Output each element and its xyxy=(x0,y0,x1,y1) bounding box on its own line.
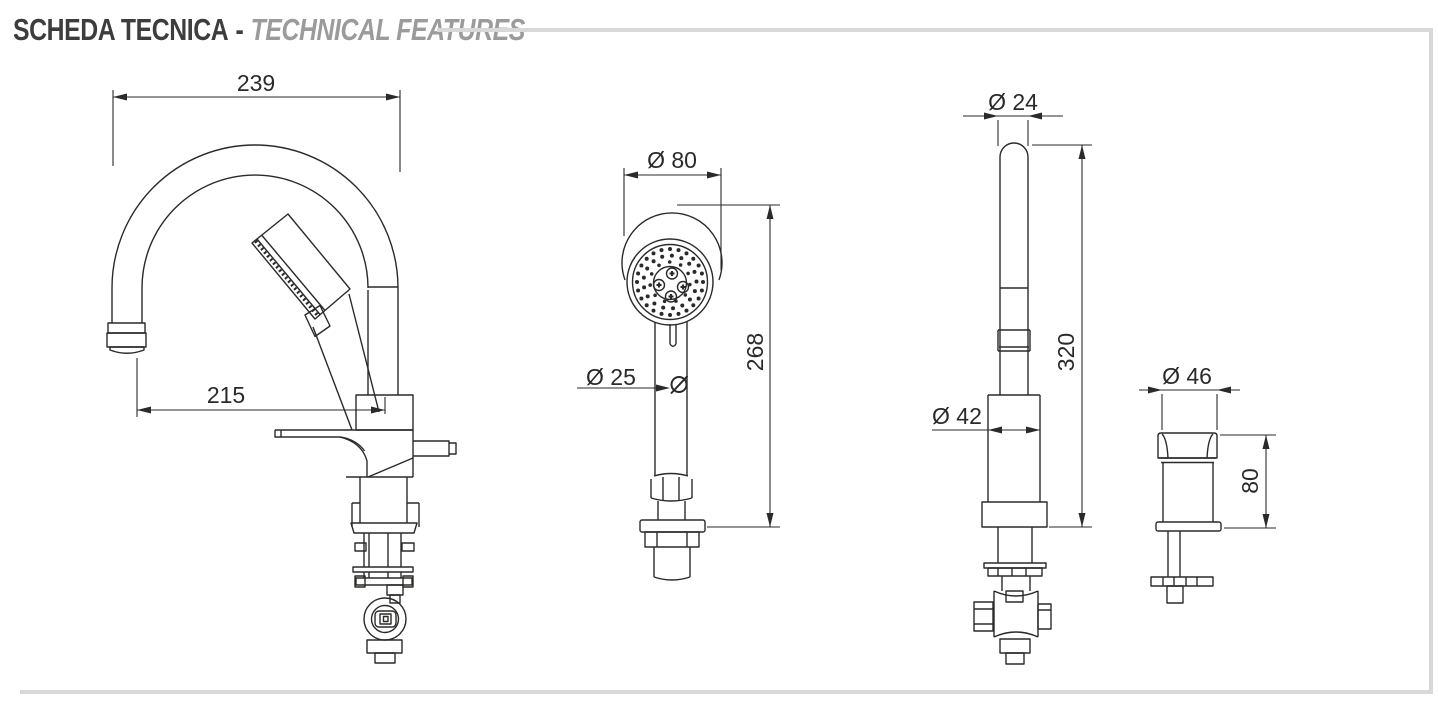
drawing-handle-side-view xyxy=(1150,432,1222,604)
dim-label-320: 320 xyxy=(1053,333,1079,371)
page-title: SCHEDA TECNICA - TECHNICAL FEATURES xyxy=(13,12,525,48)
frame-line-right xyxy=(1429,28,1433,693)
spray-nozzle-dots xyxy=(635,247,705,317)
dimension-head-diameter-80: Ø 80 xyxy=(623,147,722,270)
dim-label-d42: Ø 42 xyxy=(932,403,982,429)
title-italian: SCHEDA TECNICA xyxy=(13,12,229,47)
drawing-mixer-side-view xyxy=(106,144,457,664)
dim-label-80: 80 xyxy=(1237,468,1263,494)
dimension-diameter-46: Ø 46 xyxy=(1139,363,1240,430)
dim-label-d25: Ø 25 xyxy=(586,364,636,390)
dim-label-268: 268 xyxy=(742,333,768,371)
title-separator: - xyxy=(235,12,244,47)
frame-line-bottom xyxy=(20,690,1433,694)
dim-label-d46: Ø 46 xyxy=(1162,363,1212,389)
drawing-column-side-view xyxy=(973,142,1052,665)
dim-label-d24: Ø 24 xyxy=(988,89,1038,115)
dim-label-239: 239 xyxy=(237,70,275,96)
dimension-handle-diameter-25: Ø 25 xyxy=(577,364,689,395)
drawing-handshower-front-view xyxy=(621,212,723,581)
dimension-height-80: 80 xyxy=(1220,434,1276,529)
dimension-spout-reach-215: 215 xyxy=(136,358,386,417)
dim-label-d80: Ø 80 xyxy=(647,147,697,173)
frame-line-top xyxy=(437,28,1431,32)
dimension-tube-diameter-24: Ø 24 xyxy=(963,89,1063,146)
dimension-height-268: 268 xyxy=(677,204,780,528)
dim-label-215: 215 xyxy=(207,382,245,408)
dimension-overall-width-239: 239 xyxy=(112,70,401,172)
dimension-height-320: 320 xyxy=(1032,144,1092,528)
dimension-body-diameter-42: Ø 42 xyxy=(932,403,1040,434)
